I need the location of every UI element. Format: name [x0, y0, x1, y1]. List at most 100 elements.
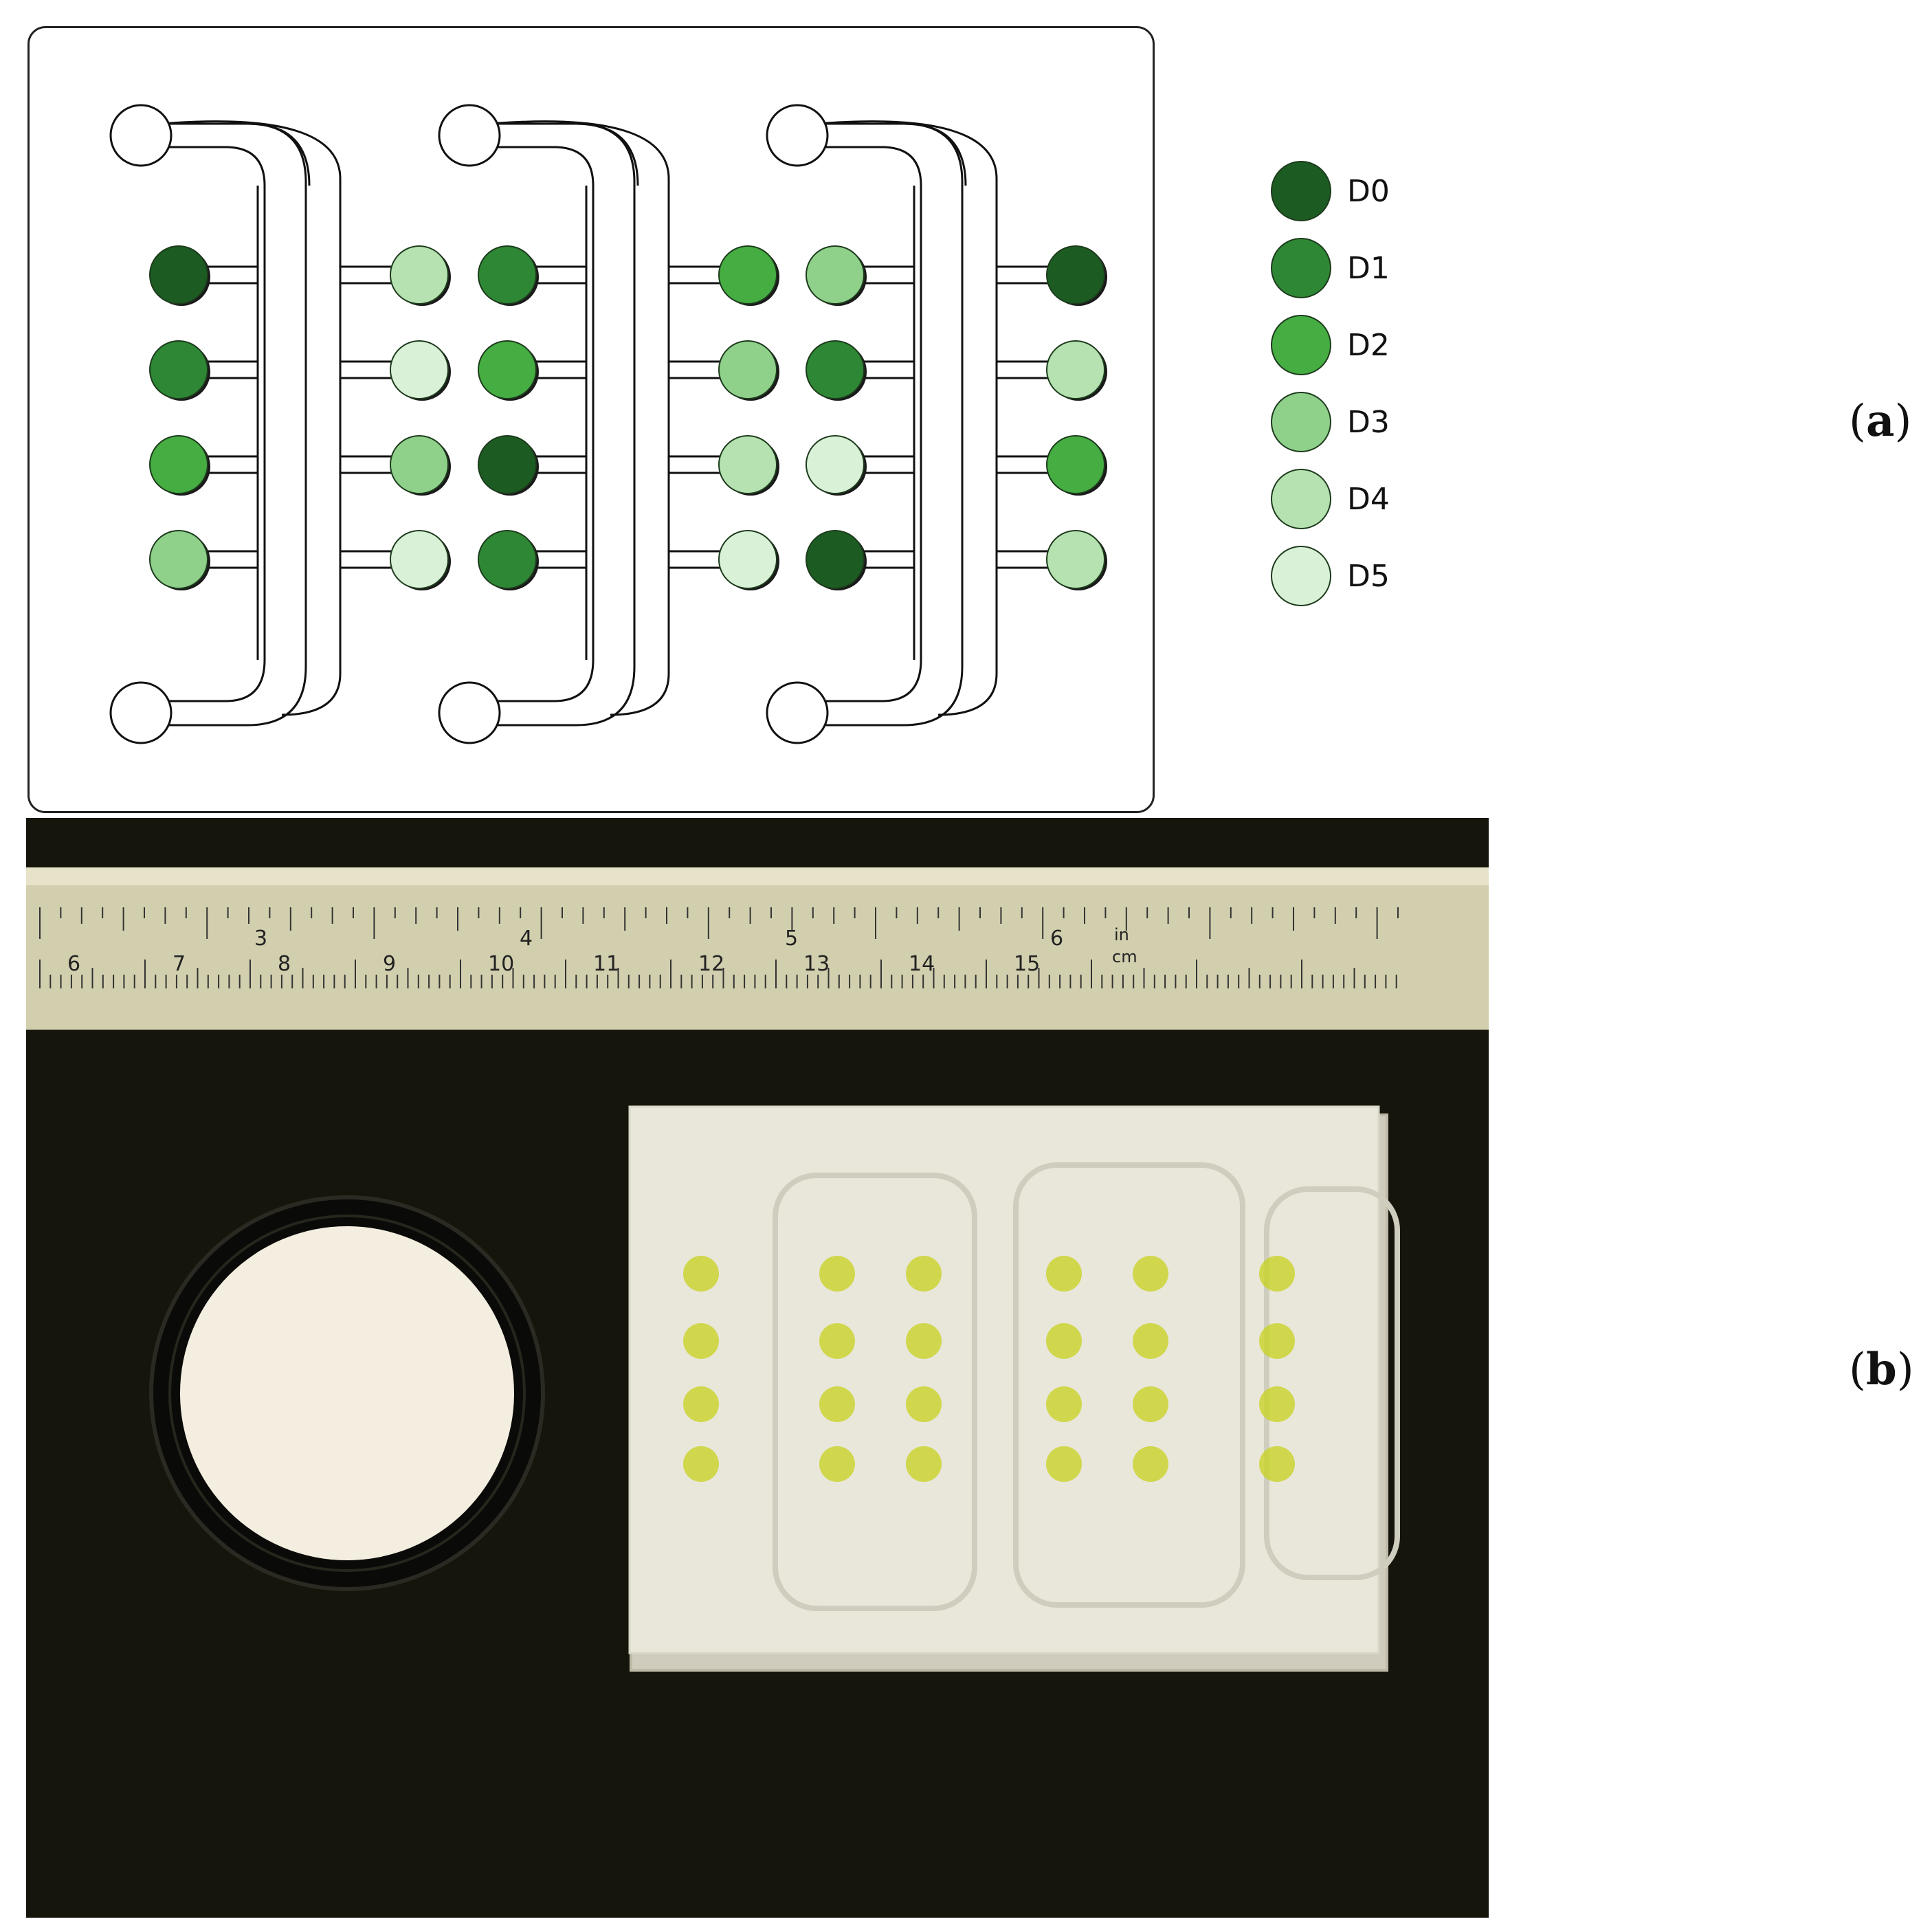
outlet-reservoir — [109, 681, 173, 744]
well-spot — [1046, 1446, 1082, 1482]
microfluidic-chip-schematic — [27, 26, 1155, 813]
branch-right — [997, 455, 1048, 474]
well-left — [149, 245, 208, 304]
legend-swatch — [1271, 238, 1331, 298]
well-spot — [1133, 1386, 1168, 1422]
well-spot — [906, 1386, 942, 1422]
well-right — [718, 340, 777, 399]
well-left — [478, 340, 537, 399]
well-spot — [819, 1256, 855, 1292]
legend-label: D0 — [1347, 174, 1390, 209]
cm-label: 10 — [488, 952, 514, 976]
channel-wall — [281, 673, 342, 716]
pdms-chip — [628, 1105, 1380, 1654]
well-spot — [1046, 1386, 1082, 1422]
outlet-reservoir — [438, 681, 501, 744]
inch-unit-label: in — [1114, 925, 1129, 944]
well-spot — [683, 1446, 719, 1482]
inch-label: 6 — [1050, 927, 1063, 951]
well-left — [149, 435, 208, 494]
well-spot — [906, 1323, 942, 1359]
well-right — [718, 245, 777, 304]
branch-right — [340, 360, 392, 379]
well-spot — [1046, 1256, 1082, 1292]
legend-label: D4 — [1347, 482, 1390, 517]
well-spot — [683, 1256, 719, 1292]
branch-right — [997, 265, 1048, 285]
well-right — [1046, 435, 1105, 494]
branch-right — [340, 550, 392, 569]
inch-label: 4 — [520, 927, 533, 951]
legend-label: D5 — [1347, 559, 1390, 594]
channel-wall — [162, 122, 307, 727]
channel-wall — [489, 120, 670, 179]
well-left — [806, 245, 865, 304]
channel-wall — [490, 146, 595, 702]
well-spot — [1133, 1446, 1168, 1482]
well-left — [478, 245, 537, 304]
well-spot — [1133, 1323, 1168, 1359]
channel-wall — [162, 146, 266, 702]
well-right — [390, 340, 449, 399]
cm-label: 9 — [383, 952, 396, 976]
well-right — [390, 530, 449, 589]
well-right — [1046, 530, 1105, 589]
outlet-reservoir — [766, 681, 829, 744]
branch-right — [997, 550, 1048, 569]
cm-label: 11 — [593, 952, 619, 976]
branch-right — [340, 265, 392, 285]
well-left — [149, 340, 208, 399]
fabricated-chip — [628, 1105, 1400, 1672]
cm-label: 7 — [173, 952, 186, 976]
well-spot — [683, 1323, 719, 1359]
inlet-reservoir — [766, 104, 829, 167]
well-spot — [819, 1386, 855, 1422]
well-left — [149, 530, 208, 589]
channel-wall — [818, 122, 964, 727]
well-right — [718, 530, 777, 589]
well-spot — [1133, 1256, 1168, 1292]
channel-wall — [490, 122, 636, 727]
legend-swatch — [1271, 161, 1331, 221]
channel-wall — [937, 673, 998, 716]
well-spot — [1046, 1323, 1082, 1359]
well-spot — [906, 1256, 942, 1292]
branch-right — [340, 455, 392, 474]
branch-right — [669, 550, 720, 569]
inlet-reservoir — [438, 104, 501, 167]
well-spot — [1259, 1386, 1295, 1422]
inlet-reservoir — [109, 104, 173, 167]
well-spot — [1259, 1323, 1295, 1359]
well-right — [1046, 245, 1105, 304]
panel-label-a: (a) — [1849, 395, 1912, 447]
well-spot — [1259, 1446, 1295, 1482]
well-left — [806, 530, 865, 589]
channel-imprint — [773, 1173, 977, 1611]
cm-label: 12 — [698, 952, 724, 976]
branch-right — [669, 360, 720, 379]
legend-swatch — [1271, 469, 1331, 529]
ruler-edge — [26, 867, 1489, 885]
branch-right — [997, 360, 1048, 379]
well-right — [390, 245, 449, 304]
channel-imprint — [1013, 1162, 1245, 1608]
well-array — [109, 104, 1107, 744]
well-spot — [683, 1386, 719, 1422]
filter-disc-holder — [149, 1195, 545, 1591]
well-left — [806, 340, 865, 399]
channel-imprint — [1264, 1186, 1400, 1580]
legend-label: D1 — [1347, 251, 1390, 286]
well-left — [478, 530, 537, 589]
well-right — [390, 435, 449, 494]
holder-inner-ring — [168, 1215, 526, 1572]
branch-right — [669, 455, 720, 474]
channel-wall — [610, 673, 670, 716]
filter-disc — [180, 1226, 514, 1560]
inch-label: 5 — [785, 927, 798, 951]
cm-label: 6 — [67, 952, 80, 976]
ruler-body — [26, 867, 1489, 1030]
legend-swatch — [1271, 315, 1331, 375]
